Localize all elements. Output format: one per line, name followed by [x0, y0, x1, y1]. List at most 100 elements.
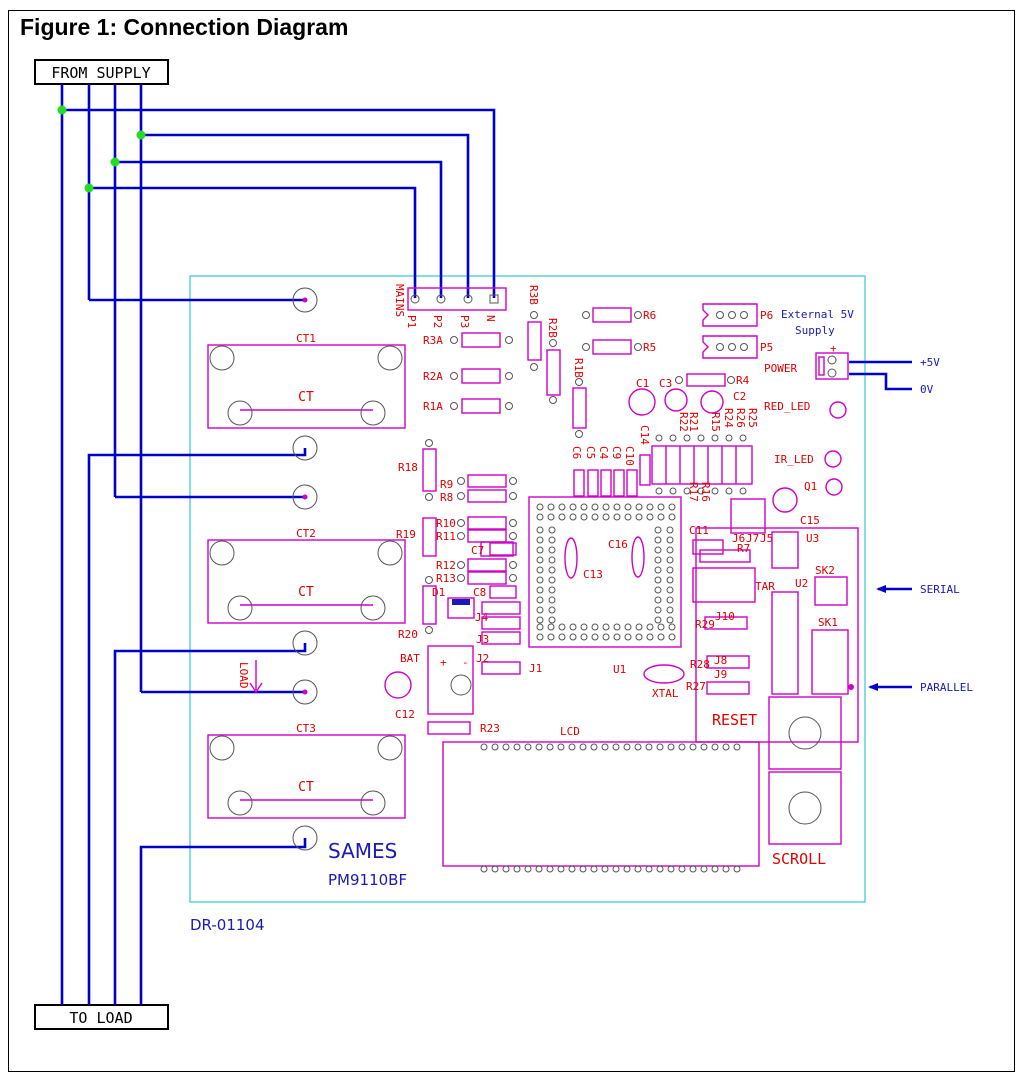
- figure-frame: [8, 10, 1015, 1072]
- output-5v: +5V: [920, 356, 940, 369]
- label-r20: R20: [398, 628, 418, 641]
- ct-block-3: CT3 CT: [207, 679, 406, 851]
- label-r18: R18: [398, 461, 418, 474]
- brand-name: SAMES: [328, 839, 397, 863]
- label-p6: P6: [760, 309, 773, 322]
- u1-socket: [528, 496, 682, 648]
- mains-connector: [407, 287, 507, 311]
- scroll-button: [768, 771, 842, 845]
- label-lcd: LCD: [560, 725, 580, 738]
- label-c8: C8: [473, 586, 486, 599]
- label-r26: R26: [734, 408, 747, 428]
- label-c14: C14: [638, 425, 651, 445]
- jumper-block: [692, 498, 859, 743]
- power-connector: [815, 352, 849, 380]
- label-j8: J8: [714, 654, 727, 667]
- resistor-array: [651, 445, 753, 485]
- u1-pins: [536, 503, 676, 641]
- transistor-q1: [825, 478, 843, 496]
- label-ir-led: IR_LED: [774, 453, 814, 466]
- label-j6: J6: [732, 532, 745, 545]
- label-j9: J9: [714, 668, 727, 681]
- cap-c12: [384, 671, 412, 699]
- label-r5: R5: [643, 341, 656, 354]
- label-r13: R13: [436, 572, 456, 585]
- brand-model: PM9110BF: [328, 871, 407, 889]
- ct-block-2: CT2 CT: [207, 484, 406, 656]
- ct3-body: CT: [298, 780, 314, 795]
- ct-block-1: CT1 CT: [207, 287, 406, 461]
- lcd-pins: [480, 743, 741, 873]
- serial-label: SERIAL: [920, 583, 960, 596]
- label-r22: R22: [677, 412, 690, 432]
- label-r29: R29: [695, 618, 715, 631]
- battery-minus: -: [462, 656, 469, 669]
- label-c13: C13: [583, 568, 603, 581]
- resistor-bank-left: [422, 332, 514, 625]
- cap-c7: [489, 542, 517, 556]
- label-r15: R15: [709, 412, 722, 432]
- figure-title: Figure 1: Connection Diagram: [20, 14, 349, 40]
- label-c12: C12: [395, 708, 415, 721]
- label-j3: J3: [476, 633, 489, 646]
- label-c9: C9: [610, 446, 623, 459]
- label-r3b: R3B: [527, 285, 540, 305]
- label-j5: J5: [760, 532, 773, 545]
- parallel-label: PARALLEL: [920, 681, 973, 694]
- label-c6: C6: [570, 446, 583, 459]
- resistor-pads-left: [425, 336, 517, 634]
- external-supply-line1: External 5V: [781, 308, 854, 321]
- output-0v: 0V: [920, 383, 934, 396]
- label-sk1: SK1: [818, 616, 838, 629]
- diode-d1: [447, 597, 475, 619]
- label-u1: U1: [613, 663, 626, 676]
- ct1-body: CT: [298, 390, 314, 405]
- label-r8: R8: [440, 491, 453, 504]
- resistor-bank-top: [527, 307, 726, 429]
- ic-u3: [771, 531, 799, 569]
- cap-c8: [489, 585, 517, 599]
- socket-sk2: [814, 576, 848, 606]
- label-r7: R7: [737, 542, 750, 555]
- drawing-number: DR-01104: [190, 916, 265, 934]
- cap-c15: [772, 487, 798, 513]
- label-c16: C16: [608, 538, 628, 551]
- connector-p6-p5: [702, 303, 758, 359]
- scroll-label: SCROLL: [772, 850, 826, 868]
- label-r16: R16: [699, 482, 712, 502]
- mains-title: MAINS: [393, 284, 406, 317]
- label-c7: C7: [471, 544, 484, 557]
- label-r21: R21: [687, 412, 700, 432]
- label-c5: C5: [584, 446, 597, 459]
- headers-j1-j3: [481, 601, 521, 675]
- external-supply-line2: Supply: [795, 324, 835, 337]
- label-r28: R28: [690, 658, 710, 671]
- label-r1b: R1B: [572, 358, 585, 378]
- label-r9: R9: [440, 478, 453, 491]
- load-arrow: LOAD: [237, 660, 263, 694]
- to-load-label: TO LOAD: [69, 1009, 132, 1027]
- label-c1: C1: [636, 377, 649, 390]
- label-r3a: R3A: [423, 334, 443, 347]
- supply-wires: [60, 84, 912, 1005]
- power-plus: +: [830, 342, 837, 355]
- label-sk2: SK2: [815, 564, 835, 577]
- label-u3: U3: [806, 532, 819, 545]
- ct2-ref: CT2: [296, 527, 316, 540]
- label-p5: P5: [760, 341, 773, 354]
- label-r24: R24: [722, 408, 735, 428]
- from-supply-label: FROM SUPPLY: [51, 64, 150, 82]
- label-u2: U2: [795, 577, 808, 590]
- red-led: [829, 401, 847, 419]
- label-bat: BAT: [400, 652, 420, 665]
- label-r6: R6: [643, 309, 656, 322]
- label-j1: J1: [529, 662, 542, 675]
- crystal-xtal: [643, 664, 685, 684]
- battery-plus: +: [440, 656, 447, 669]
- label-r10: R10: [436, 517, 456, 530]
- label-r4: R4: [736, 374, 750, 387]
- reset-button: [768, 696, 842, 770]
- battery-holder: [427, 645, 474, 715]
- mains-pin-p2: P2: [431, 315, 444, 328]
- label-xtal: XTAL: [652, 687, 679, 700]
